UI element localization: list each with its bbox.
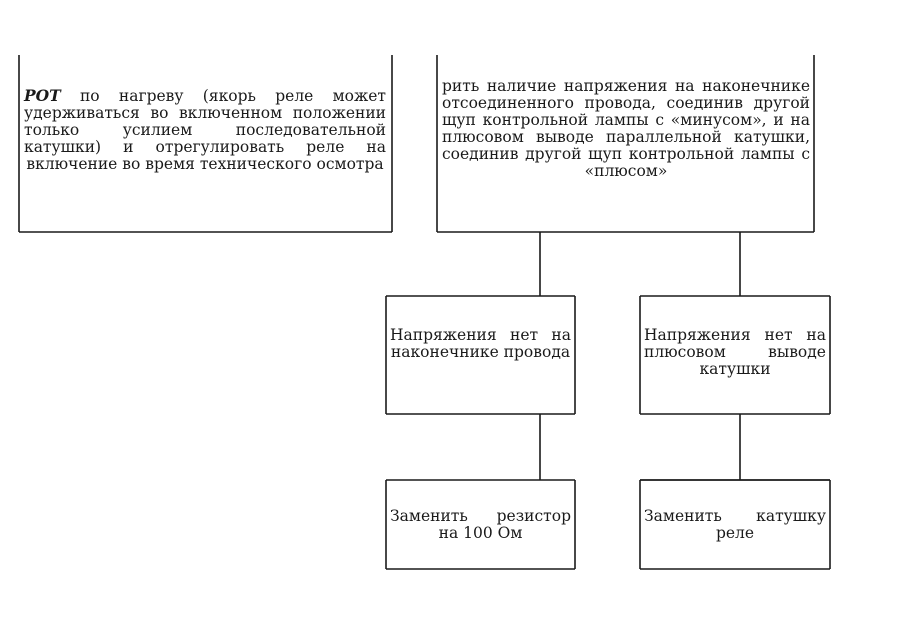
no-voltage-wire-box: Напряжения нет на наконечнике провода — [390, 326, 571, 361]
rot-label: РОТ — [24, 86, 61, 105]
right-top-box-text: рить наличие напряжения на наконечнике о… — [442, 77, 810, 180]
no-voltage-coil-box: Напряжения нет на плюсовом выводе катушк… — [644, 326, 826, 378]
left-top-body: по нагреву (якорь реле может удерживатьс… — [24, 87, 386, 173]
left-top-box-text: РОТ по нагреву (якорь реле может удержив… — [24, 70, 386, 173]
replace-coil-box: Заменить катушку реле — [644, 507, 826, 542]
replace-resistor-box: Заменить резистор на 100 Ом — [390, 507, 571, 542]
